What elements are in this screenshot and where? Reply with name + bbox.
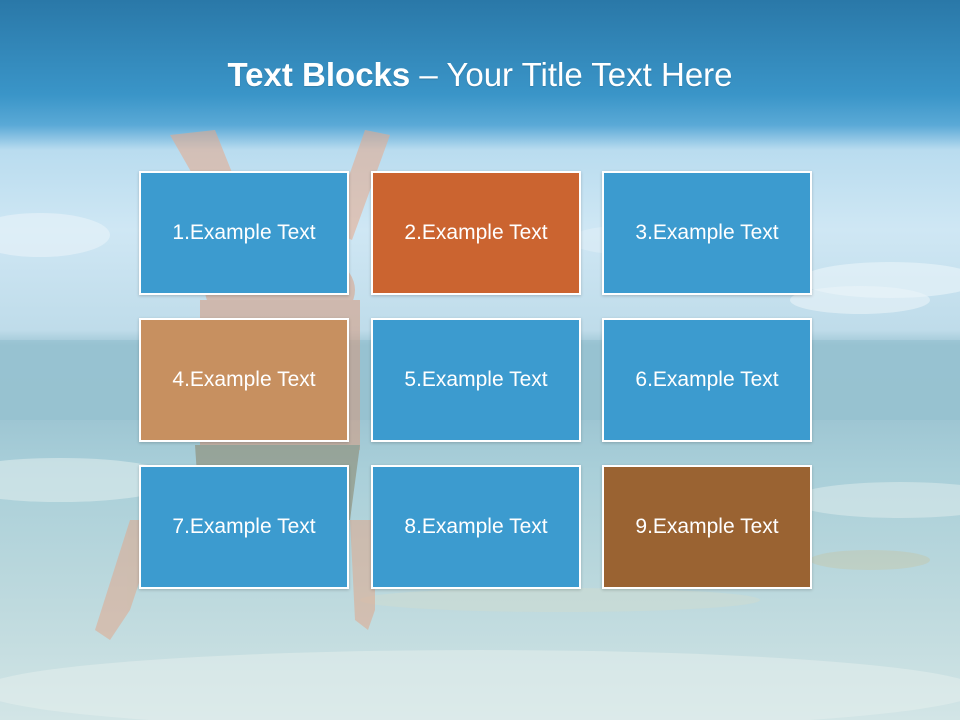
text-block-5[interactable]: 5.Example Text — [371, 318, 581, 442]
title-rest-part: Your Title Text Here — [446, 56, 733, 93]
text-block-3[interactable]: 3.Example Text — [602, 171, 812, 295]
text-block-1[interactable]: 1.Example Text — [139, 171, 349, 295]
text-block-7[interactable]: 7.Example Text — [139, 465, 349, 589]
text-block-9[interactable]: 9.Example Text — [602, 465, 812, 589]
text-block-6[interactable]: 6.Example Text — [602, 318, 812, 442]
slide-title: Text Blocks – Your Title Text Here — [0, 40, 960, 110]
text-block-8[interactable]: 8.Example Text — [371, 465, 581, 589]
title-separator: – — [410, 56, 447, 93]
text-block-2[interactable]: 2.Example Text — [371, 171, 581, 295]
text-block-4[interactable]: 4.Example Text — [139, 318, 349, 442]
title-bold-part: Text Blocks — [227, 56, 411, 93]
